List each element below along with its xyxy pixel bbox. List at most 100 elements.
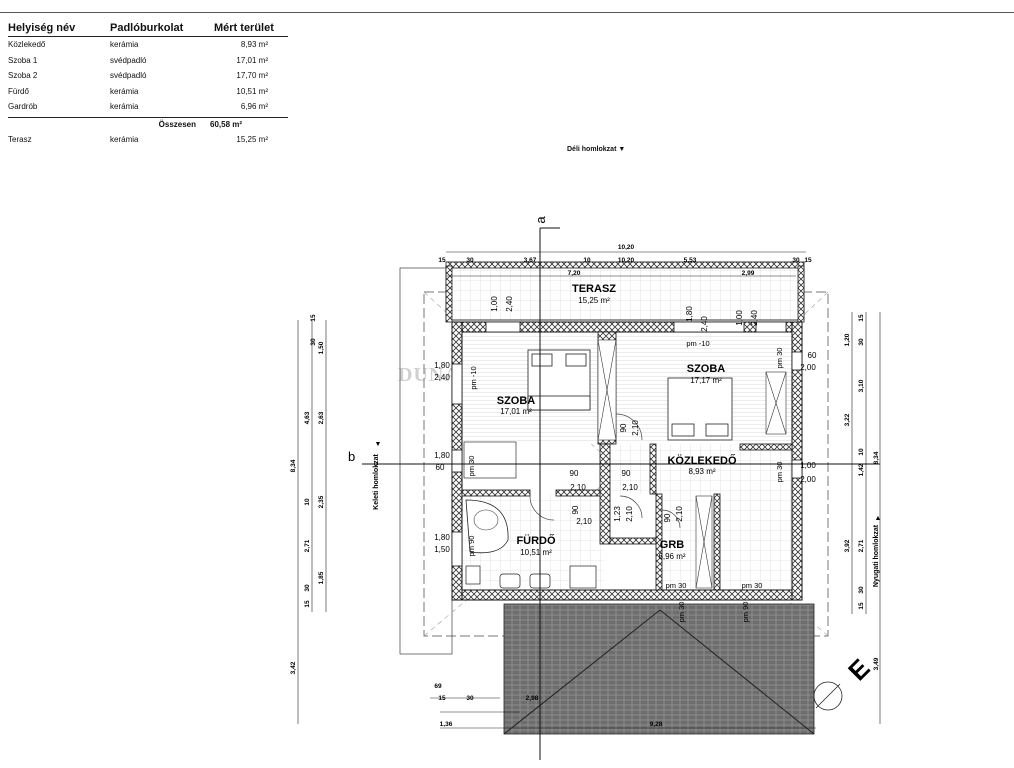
- header-area: Mért terület: [214, 22, 274, 34]
- wardrobe-name: GRB: [660, 539, 685, 551]
- svg-text:90: 90: [570, 469, 579, 478]
- windows: [451, 321, 803, 567]
- svg-text:4,63: 4,63: [304, 411, 311, 424]
- door-swings: [529, 413, 681, 529]
- row-floor: kerámia: [110, 86, 139, 96]
- svg-text:5,53: 5,53: [684, 257, 697, 264]
- bath-name: FÜRDŐ: [516, 534, 556, 547]
- table-row: Szoba 1 svédpadló 17,01 m²: [8, 53, 288, 69]
- svg-text:2,63: 2,63: [318, 411, 325, 424]
- svg-text:2,10: 2,10: [625, 506, 634, 522]
- svg-text:90: 90: [622, 469, 631, 478]
- svg-text:8,34: 8,34: [873, 451, 880, 464]
- room-schedule-table: Helyiség név Padlóburkolat Mért terület …: [8, 22, 288, 147]
- svg-text:10: 10: [304, 498, 311, 506]
- svg-text:3,22: 3,22: [844, 413, 851, 426]
- top-border-line: [0, 12, 1014, 13]
- row-name: Gardrób: [8, 102, 38, 112]
- svg-text:1,85: 1,85: [318, 571, 325, 584]
- door-labels: 90 2,10 90 2,10 90 2,10 90 2,10 1,23 2,1…: [570, 420, 684, 526]
- row-floor: kerámia: [110, 134, 139, 144]
- svg-text:3,92: 3,92: [844, 539, 851, 552]
- east-elevation-label: Keleti homlokzat: [373, 454, 380, 510]
- svg-text:2,40: 2,40: [700, 316, 709, 332]
- svg-text:1,00: 1,00: [800, 461, 816, 470]
- wardrobe-area-text: 6,96 m²: [658, 552, 685, 561]
- svg-text:1,20: 1,20: [844, 333, 851, 346]
- row-name: Terasz: [8, 134, 32, 144]
- svg-text:3,42: 3,42: [290, 661, 297, 674]
- svg-text:2,98: 2,98: [526, 695, 539, 702]
- total-label: Összesen: [158, 120, 196, 129]
- row-name: Szoba 2: [8, 71, 38, 81]
- dimension-texts: 10,20 15 30 3,67 10 10,20 5,53 30 15 7,2…: [434, 244, 812, 728]
- svg-text:10: 10: [583, 257, 591, 264]
- table-row: Közlekedő kerámia 8,93 m²: [8, 37, 288, 53]
- svg-text:1,50: 1,50: [318, 341, 325, 354]
- svg-text:15: 15: [304, 600, 311, 608]
- row-area: 8,93 m²: [240, 40, 268, 50]
- right-dimension-texts: 15 30 1,20 3,10 3,22 10 1,42 8,34 3,92 2…: [844, 314, 880, 670]
- lower-roof-tiles: [503, 603, 815, 735]
- bed-room1: [527, 349, 591, 411]
- room1-name: SZOBA: [497, 395, 536, 407]
- header-room-name: Helyiség név: [8, 22, 76, 34]
- svg-text:2,10: 2,10: [675, 506, 684, 522]
- row-floor: kerámia: [110, 40, 139, 50]
- svg-text:2,00: 2,00: [800, 363, 816, 372]
- svg-text:60: 60: [808, 351, 817, 360]
- svg-text:2,40: 2,40: [434, 373, 450, 382]
- east-roof-overhang: [399, 267, 453, 655]
- north-arrow: E: [813, 653, 876, 711]
- svg-text:60: 60: [436, 463, 445, 472]
- level-labels: pm -10 pm -10 pm 30 pm 30 pm 30 pm 90 pm…: [467, 339, 784, 622]
- terrace-area-text: 15,25 m²: [578, 296, 610, 305]
- room2-name: SZOBA: [687, 363, 726, 375]
- row-floor: kerámia: [110, 102, 139, 112]
- svg-text:2,10: 2,10: [576, 517, 592, 526]
- desk: [463, 441, 517, 479]
- row-floor: svédpadló: [110, 55, 147, 65]
- room2-area-text: 17,17 m²: [690, 376, 722, 385]
- svg-text:1,80: 1,80: [685, 306, 694, 322]
- section-lines: [362, 227, 880, 760]
- toilet: [499, 573, 521, 589]
- svg-text:7,20: 7,20: [568, 270, 581, 277]
- table-total-row: Összesen 60,58 m²: [8, 116, 288, 132]
- svg-text:15: 15: [438, 695, 446, 702]
- header-floor: Padlóburkolat: [110, 22, 184, 34]
- svg-text:1,80: 1,80: [434, 533, 450, 542]
- svg-text:pm -10: pm -10: [469, 366, 478, 389]
- svg-text:pm 30: pm 30: [677, 602, 686, 623]
- svg-text:1,23: 1,23: [613, 506, 622, 522]
- svg-text:90: 90: [663, 513, 672, 522]
- svg-text:3,49: 3,49: [873, 657, 880, 670]
- window-labels: 1,00 2,40 1,80 2,40 1,00 2,40 1,80 2,40 …: [434, 296, 817, 554]
- bed-room2: [667, 377, 733, 441]
- washbasin: [465, 565, 481, 585]
- svg-text:30: 30: [858, 586, 865, 594]
- east-elevation-arrow: ▼: [375, 441, 382, 448]
- row-name: Közlekedő: [8, 40, 46, 50]
- table-row: Szoba 2 svédpadló 17,70 m²: [8, 68, 288, 84]
- svg-text:10,20: 10,20: [618, 257, 635, 264]
- hall-name: KÖZLEKEDŐ: [667, 454, 737, 467]
- corner-floor: [718, 494, 792, 590]
- svg-text:15: 15: [310, 314, 317, 322]
- room-areas: 15,25 m² 17,01 m² 17,17 m² 8,93 m² 10,51…: [500, 296, 722, 561]
- svg-text:E: E: [842, 653, 875, 686]
- bath-area-text: 10,51 m²: [520, 548, 552, 557]
- row-area: 15,25 m²: [236, 134, 268, 144]
- svg-text:15: 15: [804, 257, 812, 264]
- svg-text:2,71: 2,71: [858, 539, 865, 552]
- hall-area-text: 8,93 m²: [688, 467, 715, 476]
- room1-area-text: 17,01 m²: [500, 407, 532, 416]
- svg-text:1,80: 1,80: [434, 451, 450, 460]
- svg-text:10,20: 10,20: [618, 244, 635, 251]
- svg-text:8,34: 8,34: [290, 459, 297, 472]
- table-header: Helyiség név Padlóburkolat Mért terület: [8, 22, 288, 37]
- row-area: 17,70 m²: [236, 71, 268, 81]
- svg-text:15: 15: [858, 602, 865, 610]
- svg-text:2,10: 2,10: [570, 483, 586, 492]
- section-a-label: a: [533, 216, 548, 224]
